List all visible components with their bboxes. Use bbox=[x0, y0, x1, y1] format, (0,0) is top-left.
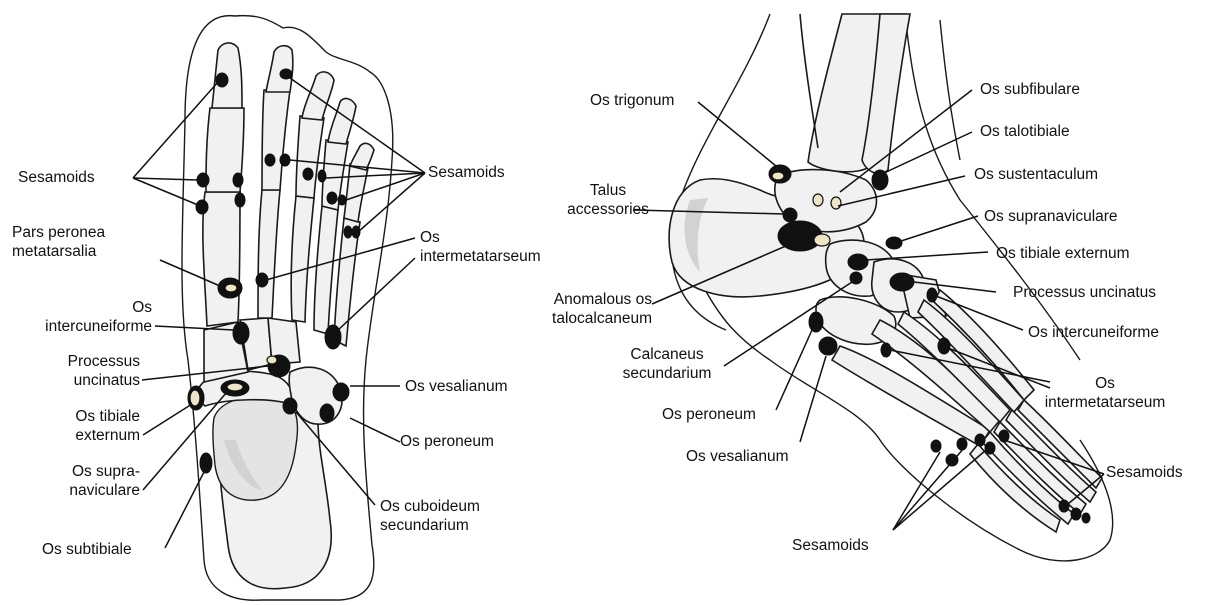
sesamoid-ossicle bbox=[196, 200, 208, 214]
label-talus-accessories: Talus accessories bbox=[555, 181, 661, 219]
label-os-intermetatarseum-right: Os intermetatarseum bbox=[1040, 374, 1170, 412]
supranaviculare-ossicle bbox=[886, 237, 902, 249]
label-os-intercuneiforme-left: Os intercuneiforme bbox=[2, 298, 152, 336]
label-os-peroneum-left: Os peroneum bbox=[400, 432, 494, 451]
label-sesamoids-left: Sesamoids bbox=[18, 168, 95, 187]
label-os-vesalianum-left: Os vesalianum bbox=[405, 377, 508, 396]
label-calcaneus-secundarium: Calcaneus secundarium bbox=[610, 345, 724, 383]
dorsal-metatarsal-1 bbox=[203, 192, 240, 326]
cuboideum-ossicle bbox=[283, 398, 297, 414]
label-os-subtibiale: Os subtibiale bbox=[42, 540, 132, 559]
label-processus-uncinatus-right: Processus uncinatus bbox=[1013, 283, 1156, 302]
sesamoid-ossicle bbox=[197, 173, 209, 187]
sesamoid-ossicle bbox=[303, 168, 313, 180]
label-sesamoids-left-right: Sesamoids bbox=[428, 163, 505, 182]
intermetatarseum-ossicle bbox=[938, 338, 950, 354]
label-os-talotibiale: Os talotibiale bbox=[980, 122, 1070, 141]
label-os-tibiale-externum-right: Os tibiale externum bbox=[996, 244, 1130, 263]
sesamoid-ossicle bbox=[327, 192, 337, 204]
sesamoid-ossicle bbox=[344, 226, 352, 238]
sesamoid-ossicle bbox=[235, 193, 245, 207]
label-os-peroneum-right: Os peroneum bbox=[662, 405, 756, 424]
label-os-trigonum: Os trigonum bbox=[590, 91, 674, 110]
sesamoid-ossicle bbox=[280, 154, 290, 166]
vesalianum-ossicle bbox=[819, 337, 837, 355]
intermetatarseum-ossicle bbox=[881, 343, 891, 357]
label-sesamoids-right: Sesamoids bbox=[1106, 463, 1183, 482]
label-pars-peronea: Pars peronea metatarsalia bbox=[12, 223, 105, 261]
intercuneiforme-ossicle bbox=[233, 322, 249, 344]
talus-accessory-ossicle bbox=[783, 208, 797, 222]
tibiale-externum-ossicle bbox=[848, 254, 868, 270]
sesamoid-ossicle bbox=[216, 73, 228, 87]
label-os-intercuneiforme-right: Os intercuneiforme bbox=[1028, 323, 1159, 342]
label-os-tibiale-externum-left: Os tibiale externum bbox=[0, 407, 140, 445]
label-os-supranaviculare-left: Os supra- naviculare bbox=[0, 462, 140, 500]
sesamoid-ossicle bbox=[338, 195, 346, 205]
label-os-cuboideum: Os cuboideum secundarium bbox=[380, 497, 480, 535]
uncinatus-ossicle bbox=[890, 273, 914, 291]
sesamoid-ossicle bbox=[318, 170, 326, 182]
label-processus-uncinatus-left: Processus uncinatus bbox=[0, 352, 140, 390]
label-anomalous-os: Anomalous os talocalcaneum bbox=[500, 290, 652, 328]
sesamoid-ossicle bbox=[280, 69, 292, 79]
peroneum-ossicle bbox=[809, 312, 823, 332]
label-os-intermetatarseum-left: Os intermetatarseum bbox=[420, 228, 541, 266]
sesamoid-ossicle bbox=[265, 154, 275, 166]
subtibiale-ossicle bbox=[200, 453, 212, 473]
label-os-subfibulare: Os subfibulare bbox=[980, 80, 1080, 99]
label-os-vesalianum-right: Os vesalianum bbox=[686, 447, 789, 466]
label-sesamoids-bottom: Sesamoids bbox=[792, 536, 869, 555]
sesamoid-ossicle bbox=[233, 173, 243, 187]
vesalianum-ossicle bbox=[333, 383, 349, 401]
label-os-sustentaculum: Os sustentaculum bbox=[974, 165, 1098, 184]
intercuneiforme-ossicle bbox=[927, 288, 937, 302]
label-os-supranaviculare-right: Os supranaviculare bbox=[984, 207, 1118, 226]
peroneum-ossicle bbox=[320, 404, 334, 422]
